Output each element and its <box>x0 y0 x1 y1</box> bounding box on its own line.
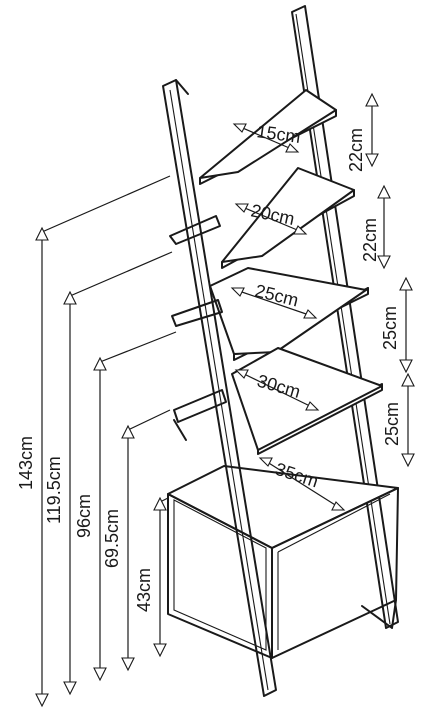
height-label-119-5: 119.5cm <box>44 456 64 524</box>
left-rails <box>169 215 227 441</box>
height-label-143: 143cm <box>16 436 36 490</box>
shelf-2 <box>221 167 355 269</box>
height-dimensions <box>35 175 177 708</box>
height-label-96: 96cm <box>74 494 94 538</box>
height-label-69-5: 69.5cm <box>102 509 122 568</box>
shelf-3 <box>209 267 369 361</box>
shelf-spacing-dimensions <box>365 92 415 468</box>
spacing-label-1: 22cm <box>346 128 366 172</box>
shelf-4 <box>231 347 383 455</box>
spacing-label-3: 25cm <box>380 306 400 350</box>
height-label-43: 43cm <box>134 568 154 612</box>
front-leg <box>162 79 277 697</box>
spacing-label-2: 22cm <box>360 218 380 262</box>
shelf-width-dimensions <box>230 123 346 511</box>
shelf-1 <box>199 89 337 185</box>
spacing-label-4: 25cm <box>382 402 402 446</box>
cabinet <box>167 465 399 659</box>
